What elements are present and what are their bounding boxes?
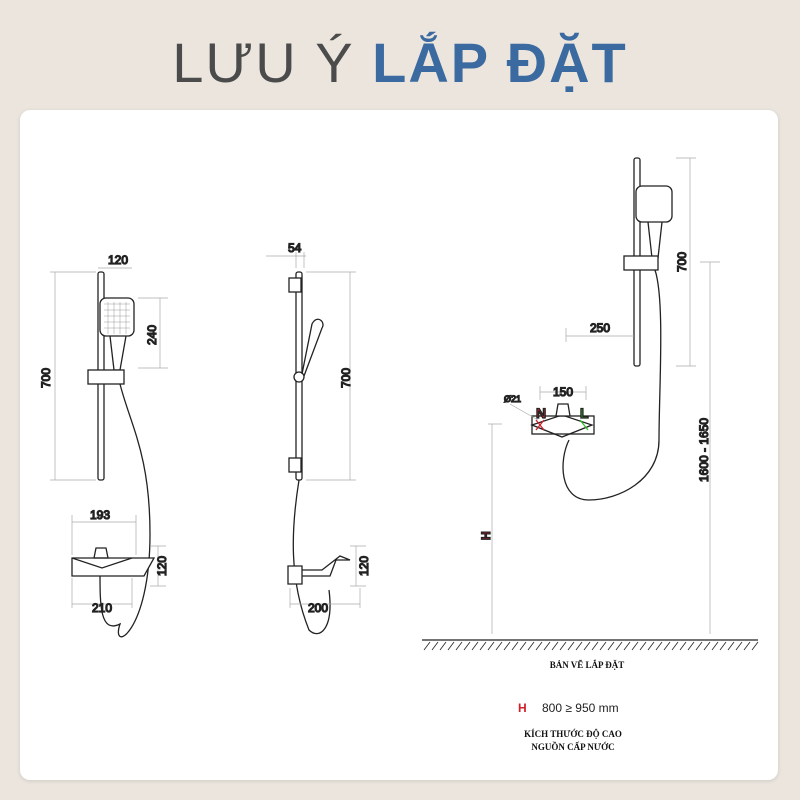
notes: BẢN VẼ LẮP ĐẶT H 800 ≥ 950 mm KÍCH THƯỚC… [518,660,624,752]
caption-line2: NGUỒN CẤP NƯỚC [531,742,614,752]
front-width-label: 120 [108,253,128,267]
floor-hatching [423,641,759,651]
front-mixer-width-label: 210 [92,601,112,615]
h-dimension-label: H [479,531,493,540]
h-key: H [518,701,527,715]
install-offset-label: 250 [590,321,610,335]
side-depth-label: 54 [288,241,302,255]
front-mixer-top-label: 193 [90,508,110,522]
install-rail-height-label: 700 [675,252,689,272]
page-title: LƯU Ý LẮP ĐẶT [0,30,800,95]
front-mixer-height-label: 120 [155,556,169,576]
side-view: 54 700 120 200 [266,240,372,635]
side-mixer-width-label: 200 [308,601,328,615]
title-part2: LẮP ĐẶT [372,31,628,94]
pipe-diameter-label: Ø21 [504,394,521,404]
drawing-title: BẢN VẼ LẮP ĐẶT [550,660,625,670]
title-part1: LƯU Ý [172,31,355,94]
caption-line1: KÍCH THƯỚC ĐỘ CAO [524,729,622,739]
hot-label: N [536,405,546,421]
side-mixer-height-label: 120 [357,556,371,576]
front-head-height-label: 240 [145,325,159,345]
install-height-label: 1600 - 1650 [697,418,711,482]
front-view: 120 240 700 193 120 210 [38,252,170,638]
side-rail-height-label: 700 [339,368,353,388]
h-value: 800 ≥ 950 mm [542,701,619,715]
inlet-spacing-label: 150 [553,385,573,399]
front-rail-height-label: 700 [39,368,53,388]
install-view: 700 250 Ø21 150 N L 1600 - 1650 H [422,157,759,651]
cold-label: L [580,405,589,421]
